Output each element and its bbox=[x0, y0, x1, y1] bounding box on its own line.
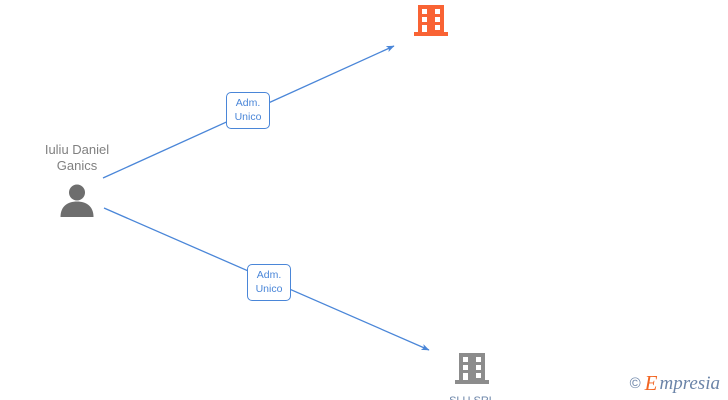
company-bottom-label: SLU SRL bbox=[412, 395, 532, 400]
person-name-label: Iuliu Daniel Ganics bbox=[44, 142, 110, 173]
person-node[interactable]: Iuliu Daniel Ganics bbox=[22, 142, 132, 218]
company-node-top[interactable] bbox=[371, 3, 491, 47]
person-icon bbox=[60, 184, 94, 217]
empresia-watermark: © E mpresia bbox=[630, 373, 720, 394]
building-icon bbox=[455, 353, 489, 384]
brand-initial: E bbox=[644, 371, 658, 395]
company-node-bottom[interactable]: SLU SRL bbox=[412, 351, 532, 400]
relation-label-top[interactable]: Adm. Unico bbox=[226, 92, 270, 129]
copyright-icon: © bbox=[629, 375, 641, 392]
building-icon bbox=[414, 5, 448, 36]
brand-name: mpresia bbox=[659, 373, 720, 394]
relation-label-bottom[interactable]: Adm. Unico bbox=[247, 264, 291, 301]
